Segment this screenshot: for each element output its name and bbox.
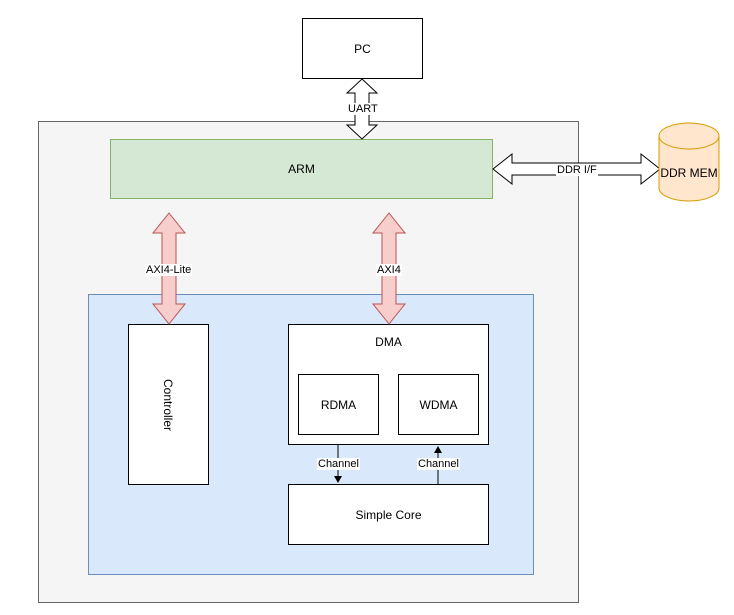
- dma-label: DMA: [375, 335, 402, 349]
- ddr-mem-cylinder: [658, 122, 720, 202]
- simple-core-label: Simple Core: [355, 507, 422, 522]
- arm-label: ARM: [288, 162, 315, 176]
- ddr-if-label: DDR I/F: [556, 164, 598, 176]
- simple-core-node: Simple Core: [288, 484, 489, 545]
- pc-node: PC: [302, 18, 423, 79]
- axi4-lite-label: AXI4-Lite: [145, 264, 193, 276]
- rdma-node: RDMA: [298, 374, 379, 435]
- arm-node: ARM: [110, 139, 493, 199]
- controller-node: Controller: [128, 324, 209, 485]
- wdma-node: WDMA: [398, 374, 479, 435]
- rdma-label: RDMA: [320, 397, 357, 412]
- ddr-mem-label: DDR MEM: [660, 166, 718, 180]
- axi4-label: AXI4: [376, 264, 402, 276]
- wdma-label: WDMA: [419, 397, 458, 412]
- channel-up-label: Channel: [417, 458, 460, 470]
- uart-label: UART: [347, 103, 379, 115]
- channel-down-label: Channel: [317, 458, 360, 470]
- pc-label: PC: [354, 41, 371, 56]
